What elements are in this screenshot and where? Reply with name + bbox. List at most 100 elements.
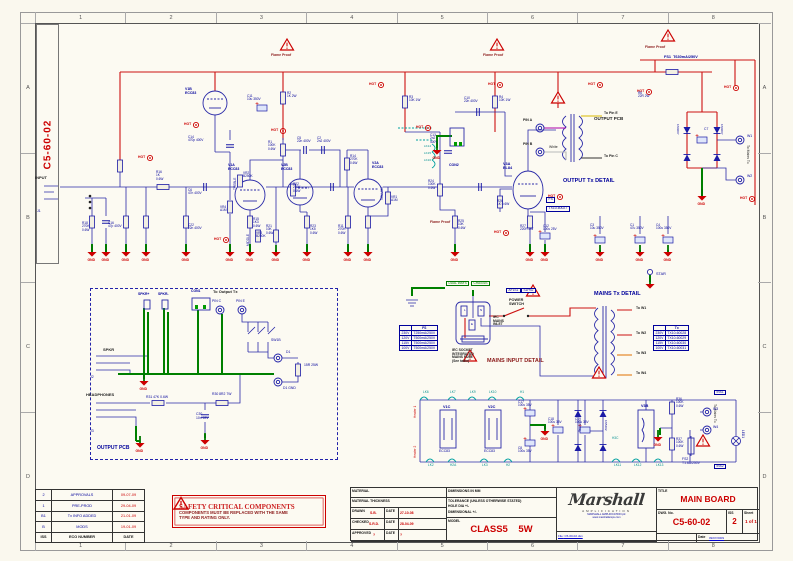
marshall-logo: Marshall bbox=[567, 490, 646, 509]
grid-row-right: C bbox=[758, 282, 771, 412]
material-cell: MATERIAL bbox=[351, 488, 447, 498]
diodev-icon bbox=[713, 126, 721, 134]
drawing-title: MAIN BOARD bbox=[680, 493, 736, 504]
warn-icon bbox=[695, 434, 711, 447]
hot-icon bbox=[556, 193, 564, 201]
diodev-icon bbox=[683, 126, 691, 134]
wires-teal-dashed bbox=[398, 127, 432, 141]
gnd-icon bbox=[644, 276, 656, 290]
resv-icon bbox=[183, 215, 189, 229]
resv-icon bbox=[452, 215, 458, 229]
resv-icon bbox=[344, 157, 350, 171]
hot-icon bbox=[377, 81, 385, 89]
resv-icon bbox=[280, 91, 286, 105]
ecap-icon bbox=[255, 101, 268, 112]
grid-col-bottom: 5 bbox=[396, 541, 487, 551]
resv-icon bbox=[669, 437, 675, 451]
grid-row-right: B bbox=[758, 152, 771, 283]
grid-col-top: 3 bbox=[215, 12, 306, 23]
grid-col-bottom: 8 bbox=[667, 541, 758, 551]
iss-cell: ISS 2 bbox=[727, 510, 743, 534]
gnd-icon bbox=[86, 244, 98, 258]
logo-cell: Marshall AMPLIFICATION MARSHALL AMPLIFIC… bbox=[557, 488, 657, 532]
hot-icon bbox=[496, 81, 504, 89]
warn-icon bbox=[279, 38, 295, 51]
warn-icon bbox=[550, 91, 566, 104]
capv-icon bbox=[101, 220, 111, 224]
ecap-icon bbox=[633, 233, 646, 244]
gnd-icon bbox=[594, 244, 606, 258]
safety-warning-box: SAFETY CRITICAL COMPONENTS COMPONENTS MU… bbox=[172, 495, 326, 528]
approved-date-cell: ? bbox=[399, 530, 447, 542]
capv-icon bbox=[443, 150, 453, 154]
hot-icon bbox=[146, 154, 154, 162]
gnd-icon bbox=[362, 244, 374, 258]
resv-icon bbox=[304, 215, 310, 229]
resv-icon bbox=[255, 229, 261, 243]
safety-warning-title: SAFETY CRITICAL COMPONENTS bbox=[179, 502, 295, 511]
connector-boxes bbox=[143, 127, 695, 456]
resv-icon bbox=[437, 183, 443, 197]
gnd-icon bbox=[120, 244, 132, 258]
grid-row-right: A bbox=[758, 23, 771, 153]
side-doc-number: C5-60-02 bbox=[36, 24, 59, 264]
warn-icon bbox=[525, 284, 541, 297]
gnd-icon bbox=[301, 244, 313, 258]
grid-col-bottom: 3 bbox=[215, 541, 306, 551]
wires-blue bbox=[44, 111, 737, 463]
hot-icon bbox=[732, 84, 740, 92]
logo-contact-line2: www.marshallamps.com bbox=[592, 516, 621, 520]
warn-icon bbox=[462, 349, 478, 362]
ecap-icon bbox=[523, 436, 536, 447]
pin2-icon bbox=[535, 147, 545, 157]
grid-col-bottom: 7 bbox=[577, 541, 667, 551]
grid-col-top: 2 bbox=[125, 12, 215, 23]
grid-row-left: D bbox=[21, 411, 35, 542]
gnd-icon bbox=[696, 188, 708, 202]
grid-row-left: C bbox=[21, 282, 35, 412]
valve-symbols bbox=[202, 90, 655, 449]
gnd-icon bbox=[140, 244, 152, 258]
resv-icon bbox=[365, 215, 371, 229]
gnd-icon bbox=[524, 244, 536, 258]
tolerance-cell: TOLERANCE (UNLESS OTHERWISE STATED) HOLE… bbox=[447, 498, 557, 518]
resv-icon bbox=[237, 174, 243, 188]
resh-icon bbox=[665, 69, 679, 75]
resv-icon bbox=[117, 159, 123, 173]
checked-date-cell: 28-04-09 bbox=[399, 519, 447, 530]
model-value: CLASS5 5W bbox=[470, 524, 533, 535]
warning-triangle-icon bbox=[173, 496, 189, 510]
sheet-cell: Sheet 1 of 1 bbox=[743, 510, 759, 534]
logo-contact-line1: MARSHALL AMPLIFICATION plc bbox=[587, 513, 626, 516]
star-point bbox=[646, 268, 654, 276]
warn-icon bbox=[489, 38, 505, 51]
resv-icon bbox=[143, 215, 149, 229]
ecap-icon bbox=[578, 423, 591, 434]
resv-icon bbox=[492, 95, 498, 109]
diodev-icon bbox=[574, 410, 582, 418]
grid-col-bottom: 1 bbox=[35, 541, 125, 551]
grid-col-top: 5 bbox=[396, 12, 487, 23]
gnd-icon bbox=[449, 244, 461, 258]
ecap-icon bbox=[661, 233, 674, 244]
iss-value: 2 bbox=[732, 517, 737, 526]
resv-icon bbox=[123, 215, 129, 229]
resv-icon bbox=[669, 401, 675, 415]
resv-icon bbox=[227, 200, 233, 214]
pin2-icon bbox=[702, 407, 712, 417]
pin2-icon bbox=[535, 123, 545, 133]
gnd-icon bbox=[270, 244, 282, 258]
gnd-icon bbox=[342, 244, 354, 258]
resv-icon bbox=[280, 143, 286, 157]
file-cell: File: C5-60-02.dsn bbox=[557, 532, 657, 542]
pin2-icon bbox=[735, 175, 745, 185]
ecap-icon bbox=[695, 133, 708, 144]
